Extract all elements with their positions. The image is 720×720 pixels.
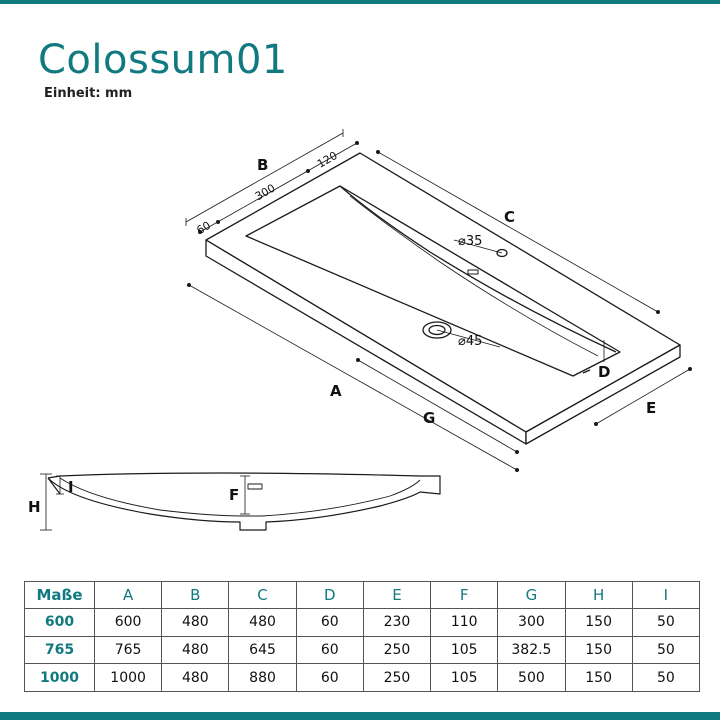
table-header-cell: B xyxy=(161,581,230,609)
label-A: A xyxy=(330,382,342,400)
table-cell: 500 xyxy=(497,663,566,692)
table-cell: 600 xyxy=(93,608,163,637)
table-row-head: 600 xyxy=(24,608,95,637)
label-B: B xyxy=(257,156,268,174)
overflow-slot xyxy=(467,269,479,275)
label-I: I xyxy=(68,478,74,496)
table-cell: 150 xyxy=(564,635,633,665)
label-dia-35: ⌀35 xyxy=(458,234,482,249)
table-header-cell: Maße xyxy=(24,581,95,609)
table-cell: 150 xyxy=(564,608,633,637)
table-cell: 880 xyxy=(228,663,297,692)
table-cell: 765 xyxy=(93,635,163,665)
table-row: 765 765 480 645 60 250 105 382.5 150 50 xyxy=(24,635,701,665)
tap-hole xyxy=(496,248,508,258)
basin-bowl-outline xyxy=(245,185,621,377)
table-cell: 60 xyxy=(295,635,364,665)
table-cell: 480 xyxy=(161,635,230,665)
label-dia-45: ⌀45 xyxy=(458,334,482,349)
basin-isometric-view xyxy=(205,152,681,445)
table-header-cell: E xyxy=(362,581,432,609)
page-title: Colossum01 xyxy=(38,37,288,83)
table-cell: 1000 xyxy=(93,663,163,692)
table-cell: 382.5 xyxy=(497,635,566,665)
table-row: 1000 1000 480 880 60 250 105 500 150 50 xyxy=(24,663,701,692)
table-cell: 250 xyxy=(362,635,432,665)
label-C: C xyxy=(504,208,515,226)
side-dimension-lines xyxy=(40,473,250,531)
dimension-lines xyxy=(185,129,693,472)
table-cell: 110 xyxy=(430,608,499,637)
table-cell: 645 xyxy=(228,635,297,665)
table-header-cell: G xyxy=(497,581,566,609)
dimensions-table: Maße A B C D E F G H I 600 600 480 480 6… xyxy=(24,581,701,692)
table-cell: 60 xyxy=(295,663,364,692)
table-cell: 480 xyxy=(161,608,230,637)
label-F: F xyxy=(229,486,239,504)
table-cell: 50 xyxy=(631,635,701,665)
table-cell: 50 xyxy=(631,663,701,692)
label-D: D xyxy=(598,363,610,381)
basin-bowl-curve xyxy=(339,185,617,353)
table-cell: 60 xyxy=(295,608,364,637)
table-cell: 300 xyxy=(497,608,566,637)
side-dimension-labels: H I F xyxy=(28,478,239,516)
unit-label: Einheit: mm xyxy=(44,86,133,101)
top-accent-bar xyxy=(0,0,720,4)
table-header-cell: A xyxy=(93,581,163,609)
table-row-head: 765 xyxy=(24,635,95,665)
label-G: G xyxy=(423,409,435,427)
table-header-row: Maße A B C D E F G H I xyxy=(24,581,701,609)
label-H: H xyxy=(28,498,41,516)
table-cell: 480 xyxy=(161,663,230,692)
table-header-cell: C xyxy=(228,581,297,609)
table-header-cell: I xyxy=(631,581,701,609)
table-header-cell: F xyxy=(430,581,499,609)
table-cell: 150 xyxy=(564,663,633,692)
table-cell: 480 xyxy=(228,608,297,637)
table-cell: 50 xyxy=(631,608,701,637)
label-B-60: 60 xyxy=(194,219,213,237)
bottom-accent-bar xyxy=(0,712,720,720)
label-B-300: 300 xyxy=(253,181,278,203)
table-row: 600 600 480 480 60 230 110 300 150 50 xyxy=(24,608,701,637)
table-cell: 230 xyxy=(362,608,432,637)
label-E: E xyxy=(646,399,656,417)
table-cell: 105 xyxy=(430,663,499,692)
table-header-cell: D xyxy=(295,581,364,609)
table-cell: 250 xyxy=(362,663,432,692)
table-cell: 105 xyxy=(430,635,499,665)
table-row-head: 1000 xyxy=(24,663,95,692)
basin-side-view xyxy=(47,472,441,531)
table-header-cell: H xyxy=(564,581,633,609)
basin-right-edge xyxy=(525,344,681,445)
